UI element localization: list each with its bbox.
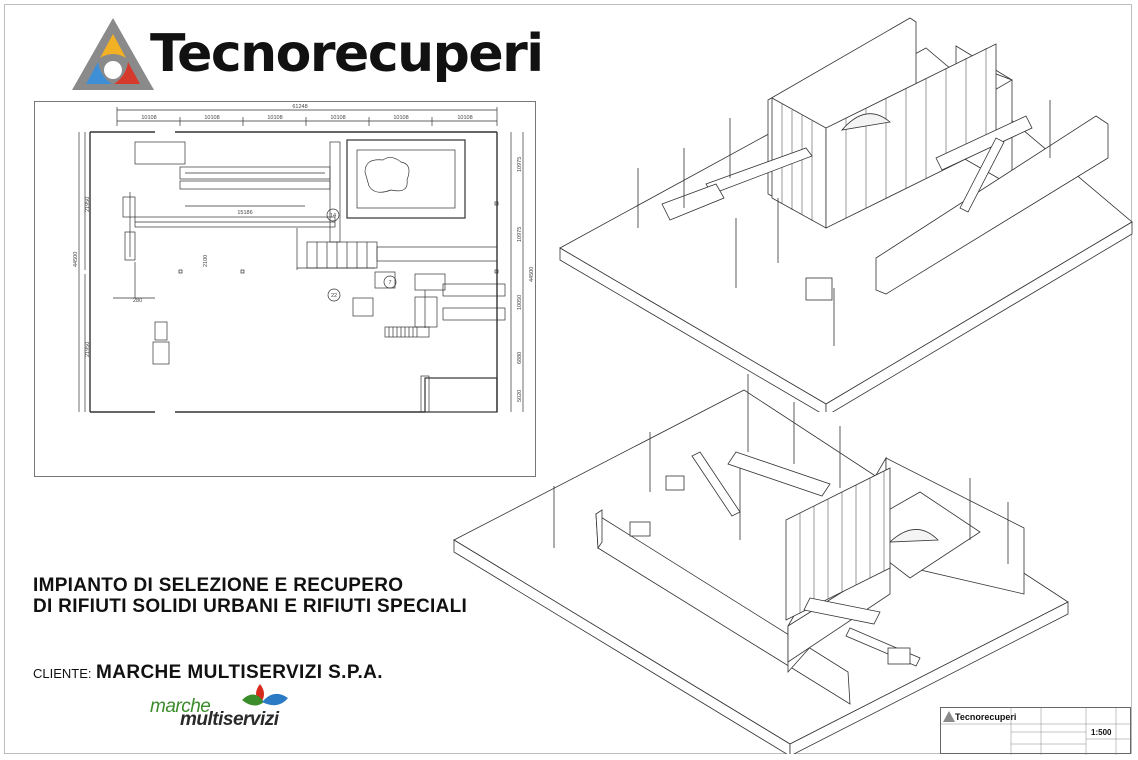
plan-marker: 7 — [388, 280, 391, 286]
dim-inner: 15186 — [237, 210, 252, 216]
dim-total: 61248 — [292, 104, 307, 110]
dim-left-bottom: 21950 — [85, 342, 91, 357]
client-logo-line-1: marche — [150, 696, 211, 717]
client-name: MARCHE MULTISERVIZI S.P.A. — [95, 662, 383, 683]
brand-name: Tecnorecuperi — [150, 24, 544, 84]
dim-segment: 10108 — [330, 115, 345, 121]
dim-small: 280 — [133, 298, 142, 304]
floor-plan: 61248 10108 10108 10108 10108 10108 1010… — [34, 101, 536, 477]
client-logo-icon — [242, 684, 288, 706]
dim-left-total: 44500 — [73, 252, 79, 267]
dim-segment: 10108 — [457, 115, 472, 121]
dim-right-total: 44500 — [529, 267, 535, 282]
title-block-brand: Tecnorecuperi — [955, 712, 1017, 722]
dim-right-b: 10975 — [517, 227, 523, 242]
dim-segment: 10108 — [141, 115, 156, 121]
dim-mid: 2100 — [203, 255, 209, 267]
client-logo-line-2: multiservizi — [180, 709, 279, 730]
plan-marker: 22 — [331, 293, 337, 299]
plan-marker: 14 — [330, 213, 336, 219]
title-block-grid — [941, 708, 1132, 755]
dim-segment: 10108 — [204, 115, 219, 121]
floor-plan-drawing: 61248 10108 10108 10108 10108 10108 1010… — [73, 104, 535, 413]
project-title-line-1: IMPIANTO DI SELEZIONE E RECUPERO — [33, 575, 404, 596]
company-logo: Tecnorecuperi — [68, 14, 544, 100]
dim-right-e: 5020 — [517, 390, 523, 402]
dim-right-d: 6880 — [517, 352, 523, 364]
drawing-title-block: Tecnorecuperi 1:500 — [940, 707, 1132, 755]
project-title-line-2: DI RIFIUTI SOLIDI URBANI E RIFIUTI SPECI… — [33, 596, 468, 617]
dim-right-c: 10050 — [517, 295, 523, 310]
isometric-view-bottom — [453, 374, 1069, 754]
title-block-logo-icon — [943, 711, 955, 722]
isometric-view-top — [559, 17, 1133, 412]
client-line: CLIENTE: MARCHE MULTISERVIZI S.P.A. — [33, 662, 383, 684]
title-block-scale: 1:500 — [1091, 728, 1112, 737]
triangle-logo-icon — [72, 18, 154, 90]
project-title: IMPIANTO DI SELEZIONE E RECUPERO DI RIFI… — [33, 575, 467, 617]
drawing-sheet — [4, 4, 1132, 754]
dim-segment: 10108 — [393, 115, 408, 121]
dim-segment: 10108 — [267, 115, 282, 121]
dim-left-top: 21950 — [85, 197, 91, 212]
dim-right-a: 10975 — [517, 157, 523, 172]
client-logo: marche multiservizi — [150, 682, 300, 734]
client-label: CLIENTE: — [33, 666, 92, 681]
